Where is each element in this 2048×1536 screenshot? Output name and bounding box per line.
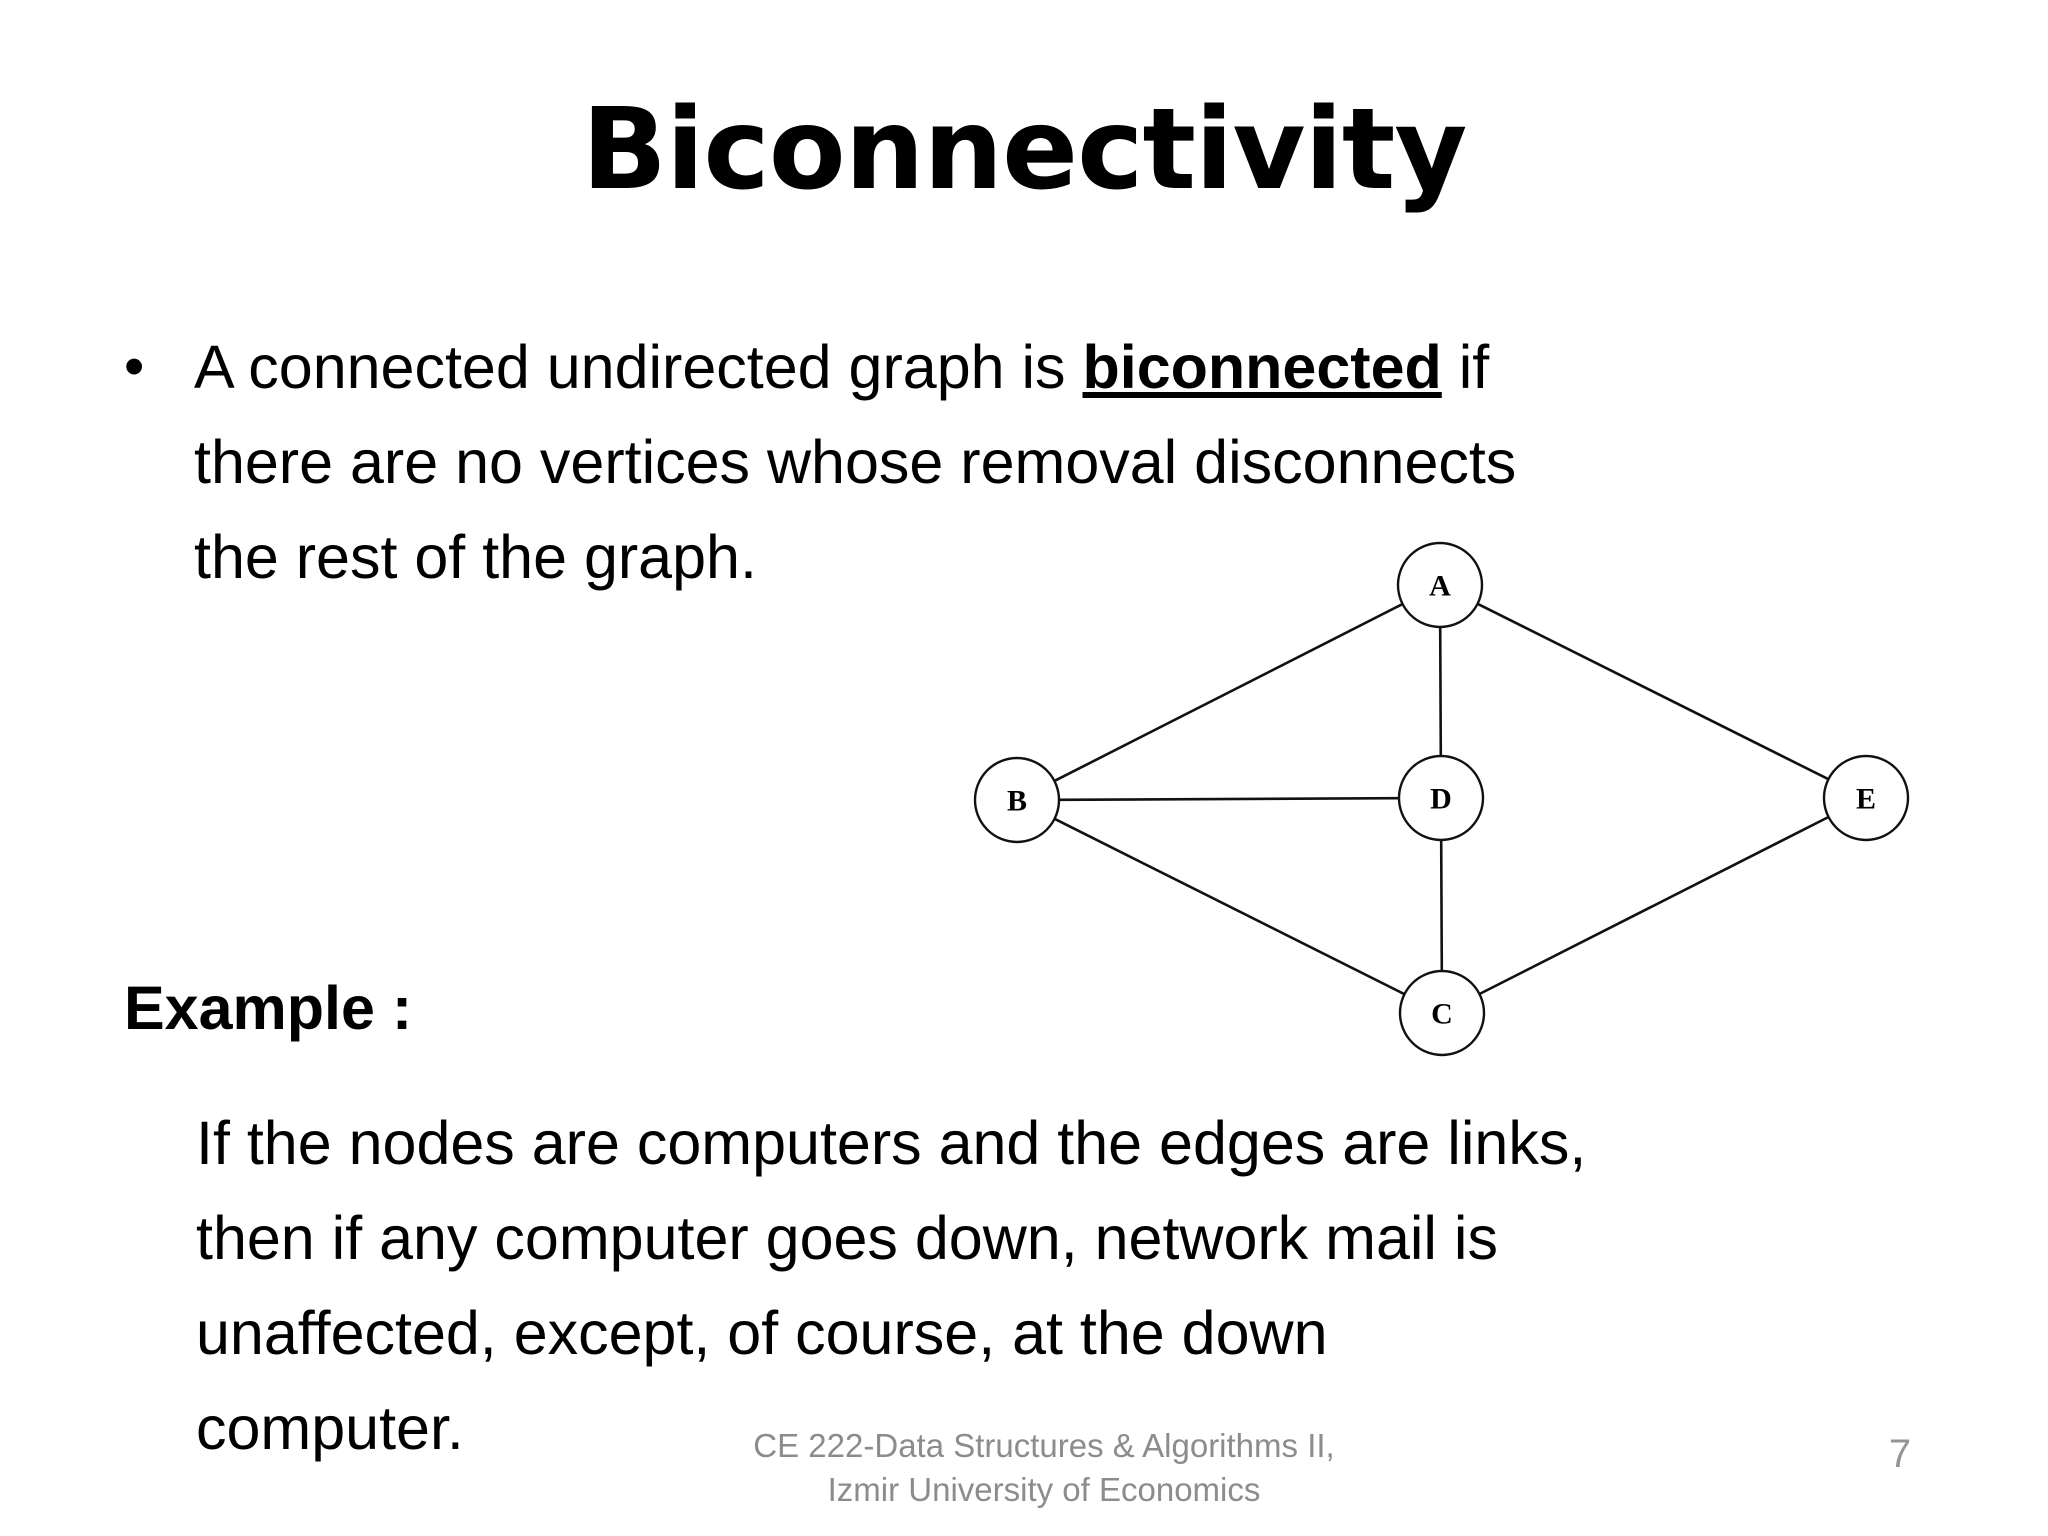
bullet-marker-icon: • <box>124 334 145 399</box>
graph-node-circle-c <box>1398 969 1486 1057</box>
page-title: Biconnectivity <box>581 85 1468 215</box>
graph-edge-a-e <box>1476 602 1830 781</box>
definition-text-after: if there are no vertices whose removal d… <box>194 333 1517 591</box>
graph-node-circle-b <box>973 756 1061 844</box>
footer-course-note: CE 222-Data Structures & Algorithms II, … <box>624 1424 1464 1512</box>
graph-edge-a-d <box>1438 625 1443 758</box>
definition-text-before: A connected undirected graph is <box>194 333 1083 401</box>
graph-edge-b-d <box>1057 796 1401 802</box>
graph-node-label-c: C <box>1431 998 1453 1031</box>
list-item: • A connected undirected graph is biconn… <box>118 320 1958 605</box>
graph-node-circle-e <box>1822 754 1910 842</box>
graph-edge-a-b <box>1053 602 1404 783</box>
graph-node-e: E <box>1822 754 1910 842</box>
example-line-3: unaffected, except, of course, at the do… <box>196 1299 1328 1367</box>
definition-bullet-block: • A connected undirected graph is biconn… <box>118 320 1958 605</box>
graph-node-layer: A B D E C <box>973 541 1910 1057</box>
graph-edge-d-c <box>1439 838 1444 973</box>
example-line-4: computer. <box>196 1394 464 1462</box>
example-heading: Example : <box>124 974 413 1042</box>
graph-node-d: D <box>1397 754 1485 842</box>
graph-node-label-d: D <box>1430 783 1452 816</box>
footer-line-2: Izmir University of Economics <box>827 1471 1261 1508</box>
graph-diagram: A B D E C <box>950 520 1950 1080</box>
graph-node-circle-d <box>1397 754 1485 842</box>
example-paragraph: If the nodes are computers and the edges… <box>196 1096 1916 1476</box>
definition-text: A connected undirected graph is biconnec… <box>194 320 1574 605</box>
graph-node-label-a: A <box>1429 570 1451 603</box>
graph-edge-layer <box>1053 602 1830 996</box>
example-line-2: then if any computer goes down, network … <box>196 1204 1498 1272</box>
example-line-1: If the nodes are computers and the edges… <box>196 1109 1587 1177</box>
graph-svg: A B D E C <box>973 541 1910 1057</box>
graph-edge-c-e <box>1478 815 1830 996</box>
definition-keyword: biconnected <box>1082 333 1442 401</box>
graph-node-c: C <box>1398 969 1486 1057</box>
graph-node-label-e: E <box>1856 783 1876 816</box>
footer-line-1: CE 222-Data Structures & Algorithms II, <box>753 1427 1335 1464</box>
page-number: 7 <box>1888 1432 1912 1476</box>
graph-node-label-b: B <box>1007 785 1027 818</box>
graph-node-a: A <box>1396 541 1484 629</box>
graph-node-b: B <box>973 756 1061 844</box>
graph-node-circle-a <box>1396 541 1484 629</box>
graph-edge-b-c <box>1053 817 1406 996</box>
